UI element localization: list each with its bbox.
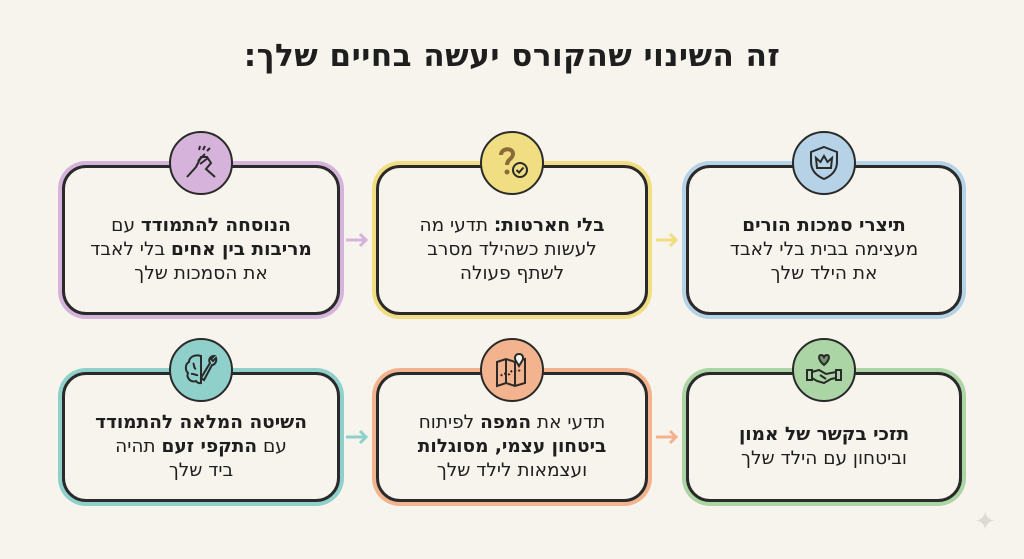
card-text: את הסמכות שלך — [134, 263, 268, 284]
card-trust-connection: תזכי בקשר של אמון וביטחון עם הילד שלך — [686, 372, 962, 502]
arm-wrestling-icon — [169, 131, 233, 195]
arrow-right-icon — [656, 429, 679, 445]
card-text: תדעי את — [531, 412, 606, 433]
card-text: את הילד שלך — [770, 263, 878, 284]
arrow-right-icon — [346, 232, 369, 248]
card-text: עם — [257, 436, 287, 457]
card-text: וביטחון עם הילד שלך — [741, 448, 907, 469]
card-text: מעצימה בבית בלי לאבד — [729, 239, 919, 260]
card-text: מריבות בין אחים — [171, 239, 312, 260]
sparkle-icon: ✦ — [974, 507, 996, 537]
card-text: ביטחון עצמי, מסוגלות — [417, 436, 607, 457]
map-pin-icon — [480, 338, 544, 402]
card-tantrums-method: השיטה המלאה להתמודד עם התקפי זעם תהיה בי… — [62, 372, 340, 502]
card-text: לעשות כשהילד מסרב — [427, 239, 597, 260]
card-text: הנוסחה להתמודד — [140, 215, 291, 236]
shield-crown-icon — [792, 131, 856, 195]
card-text: ועצמאות לילד שלך — [436, 460, 588, 481]
card-text: תדעי מה — [419, 215, 494, 236]
card-text: לפיתוח — [418, 412, 481, 433]
card-text: תהיה — [115, 436, 162, 457]
brain-wrench-icon — [169, 338, 233, 402]
card-text: השיטה המלאה להתמודד — [95, 412, 307, 433]
question-check-icon — [480, 131, 544, 195]
arrow-right-icon — [346, 429, 369, 445]
arrow-right-icon — [656, 232, 679, 248]
card-text: תיצרי סמכות הורים — [742, 215, 906, 236]
card-text: תזכי בקשר של אמון — [738, 424, 910, 445]
card-text: ביד שלך — [168, 460, 234, 481]
card-text: עם — [111, 215, 141, 236]
card-text: בלי חארטות: — [493, 215, 605, 236]
handshake-heart-icon — [792, 338, 856, 402]
card-text: המפה — [480, 412, 532, 433]
card-text: התקפי זעם — [161, 436, 258, 457]
page-title: זה השינוי שהקורס יעשה בחיים שלך: — [243, 38, 781, 74]
card-text: בלי לאבד — [90, 239, 172, 260]
card-text: לשתף פעולה — [459, 263, 565, 284]
